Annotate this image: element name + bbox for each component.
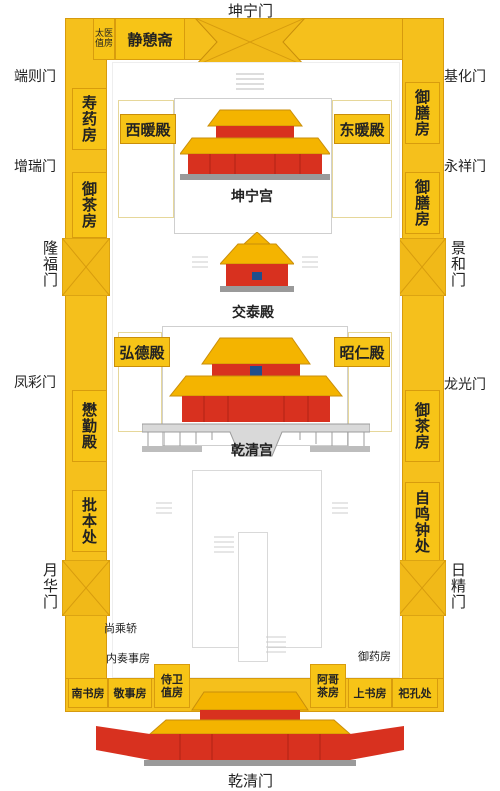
- west-side-courtyard-top: [118, 100, 174, 218]
- shouyao-room-label: 寿药房: [80, 95, 98, 143]
- hongde-hall-label: 弘德殿: [119, 343, 165, 362]
- rijing-gate-structure[interactable]: [398, 560, 446, 616]
- age-tea-room[interactable]: 阿哥茶房: [310, 664, 346, 708]
- zengrui-gate-label: 增瑞门: [14, 159, 56, 175]
- yushan-room-2[interactable]: 御膳房: [405, 172, 440, 234]
- qianqing-palace-building[interactable]: [142, 336, 370, 460]
- jingyi-studio[interactable]: 静憩斋: [115, 18, 185, 60]
- east-side-courtyard-mid: [348, 332, 392, 432]
- yuyao-room-label: 御药房: [358, 650, 391, 663]
- taiyi-room-label: 太医值房: [95, 29, 114, 49]
- shiwei-room[interactable]: 侍卫值房: [154, 664, 190, 708]
- west-warm-hall-label: 西暖殿: [125, 120, 171, 139]
- hongde-hall[interactable]: 弘德殿: [114, 337, 170, 367]
- yuehua-gate-structure[interactable]: [62, 560, 110, 616]
- sikong-office[interactable]: 祀孔处: [392, 678, 438, 708]
- east-warm-hall-label: 东暖殿: [339, 120, 385, 139]
- jingyi-studio-label: 静憩斋: [127, 30, 173, 49]
- yuehua-gate-label: 月华门: [41, 562, 59, 610]
- kunning-palace-label: 坤宁宫: [231, 189, 273, 205]
- jinghe-gate-label: 景和门: [449, 240, 467, 288]
- shiwei-room-label: 侍卫值房: [161, 673, 183, 699]
- jiaotai-hall-label: 交泰殿: [232, 305, 274, 321]
- qianqing-gate-building[interactable]: [96, 690, 404, 766]
- duanze-gate-label: 端则门: [14, 69, 56, 85]
- stairs-east-lower: [332, 502, 348, 514]
- nanshu-room-label: 南书房: [71, 687, 105, 700]
- north-stairs: [236, 73, 264, 90]
- west-side-courtyard-mid: [118, 332, 162, 432]
- yushan-room-2-label: 御膳房: [413, 179, 431, 227]
- shangshu-room[interactable]: 上书房: [348, 678, 392, 708]
- shouyao-room[interactable]: 寿药房: [72, 88, 107, 150]
- fengcai-gate-label: 凤彩门: [14, 375, 56, 391]
- kunning-gate-label: 坤宁门: [228, 2, 274, 20]
- yushan-room-1-label: 御膳房: [413, 89, 431, 137]
- qianqing-gate-label: 乾清门: [228, 772, 274, 790]
- jinghe-gate-structure[interactable]: [398, 238, 446, 296]
- jingshi-room-label: 敬事房: [113, 687, 147, 700]
- yushan-room-1[interactable]: 御膳房: [405, 82, 440, 144]
- age-tea-room-label: 阿哥茶房: [317, 673, 339, 699]
- zhaoren-hall[interactable]: 昭仁殿: [334, 337, 390, 367]
- shangchengjiao-label: 尚乘轿: [104, 622, 137, 635]
- jingshi-room[interactable]: 敬事房: [108, 678, 152, 708]
- ziming-clock-office[interactable]: 自鸣钟处: [405, 482, 440, 562]
- jihua-gate-label: 基化门: [444, 69, 486, 85]
- yucha-room-west-label: 御茶房: [80, 181, 98, 229]
- qianqing-palace-label: 乾清宫: [231, 443, 273, 459]
- nanshu-room[interactable]: 南书房: [68, 678, 108, 708]
- longguang-gate-label: 龙光门: [444, 377, 486, 393]
- east-warm-hall[interactable]: 东暖殿: [334, 114, 390, 144]
- jiaotai-hall-building[interactable]: [220, 232, 294, 300]
- yongxiang-gate-label: 永祥门: [444, 159, 486, 175]
- rijing-gate-label: 日精门: [449, 562, 467, 610]
- kunning-gate-structure[interactable]: [195, 18, 305, 66]
- stairs-south-center: [266, 636, 286, 653]
- shangshu-room-label: 上书房: [353, 687, 387, 700]
- stairs-east-upper: [302, 256, 318, 268]
- west-warm-hall[interactable]: 西暖殿: [120, 114, 176, 144]
- east-side-courtyard-top: [332, 100, 392, 218]
- stairs-central-lower: [214, 536, 234, 553]
- piben-office[interactable]: 批本处: [72, 490, 107, 552]
- longfu-gate-label: 隆福门: [41, 240, 59, 288]
- stairs-west-upper: [192, 256, 208, 268]
- stairs-west-lower: [156, 502, 172, 514]
- maoqin-hall-label: 懋勤殿: [80, 402, 98, 450]
- taiyi-room[interactable]: 太医值房: [93, 18, 115, 60]
- ziming-clock-office-label: 自鸣钟处: [413, 490, 431, 554]
- sikong-office-label: 祀孔处: [398, 687, 432, 700]
- kunning-palace-building[interactable]: [180, 108, 330, 184]
- zhaoren-hall-label: 昭仁殿: [339, 343, 385, 362]
- yucha-room-west[interactable]: 御茶房: [72, 172, 107, 238]
- yucha-room-east[interactable]: 御茶房: [405, 390, 440, 462]
- central-walkway: [238, 532, 268, 662]
- neizou-office-label: 内奏事房: [106, 652, 150, 665]
- maoqin-hall[interactable]: 懋勤殿: [72, 390, 107, 462]
- longfu-gate-structure[interactable]: [62, 238, 110, 296]
- piben-office-label: 批本处: [80, 497, 98, 545]
- yucha-room-east-label: 御茶房: [413, 402, 431, 450]
